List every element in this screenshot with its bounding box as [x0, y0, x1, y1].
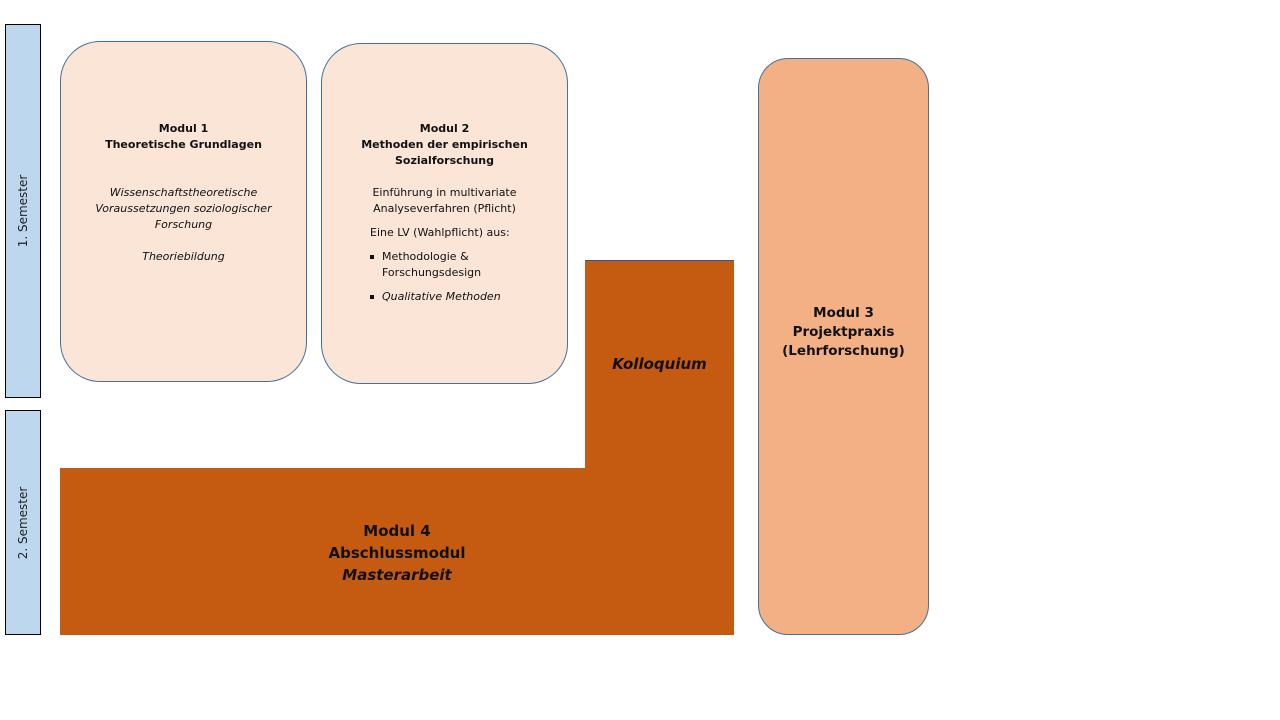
modul-2-title: Modul 2	[419, 122, 470, 135]
modul-3-subtitle: (Lehrforschung)	[782, 343, 905, 359]
semester-1-label: 1. Semester	[5, 24, 41, 398]
kolloquium-label: Kolloquium	[612, 355, 707, 373]
modul-1-title: Modul 1	[158, 122, 209, 135]
modul-2-elective-intro: Eine LV (Wahlpflicht) aus:	[370, 226, 510, 239]
modul-4-subtitle: Abschlussmodul	[328, 544, 466, 562]
semester-2-label: 2. Semester	[5, 410, 41, 635]
modul-1-subtitle: Theoretische Grundlagen	[105, 138, 262, 151]
option-line: Methodologie &	[382, 250, 469, 263]
modul-1-item: Theoriebildung	[142, 250, 225, 263]
kolloquium-block	[585, 260, 734, 469]
modul-2-option: Methodologie & Forschungsdesign	[370, 249, 567, 281]
semester-2-text: 2. Semester	[16, 486, 30, 559]
modul-4-masterarbeit: Masterarbeit	[342, 566, 452, 584]
modul-2-subtitle: Methoden der empirischen	[361, 138, 528, 151]
option-line: Forschungsdesign	[382, 266, 482, 279]
modul-4-text: Modul 4 Abschlussmodul Masterarbeit	[60, 520, 734, 586]
modul-3-title: Modul 3	[813, 305, 874, 321]
modul-2-required: Analyseverfahren (Pflicht)	[373, 202, 516, 215]
modul-1-box: Modul 1 Theoretische Grundlagen Wissensc…	[60, 41, 307, 382]
modul-2-box: Modul 2 Methoden der empirischen Sozialf…	[321, 43, 568, 384]
modul-4-title: Modul 4	[363, 522, 431, 540]
modul-1-item: Wissenschaftstheoretische	[109, 186, 258, 199]
semester-1-text: 1. Semester	[16, 174, 30, 248]
modul-3-box: Modul 3 Projektpraxis (Lehrforschung)	[758, 58, 929, 635]
modul-2-option: Qualitative Methoden	[370, 289, 567, 305]
modul-1-item: Voraussetzungen soziologischer	[95, 202, 272, 215]
modul-1-item: Forschung	[154, 218, 213, 231]
modul-2-options: Methodologie & Forschungsdesign Qualitati…	[322, 249, 567, 305]
modul-3-subtitle: Projektpraxis	[792, 324, 895, 340]
modul-4-block	[60, 468, 734, 635]
modul-2-subtitle: Sozialforschung	[394, 154, 495, 167]
modul-2-required: Einführung in multivariate	[372, 186, 517, 199]
